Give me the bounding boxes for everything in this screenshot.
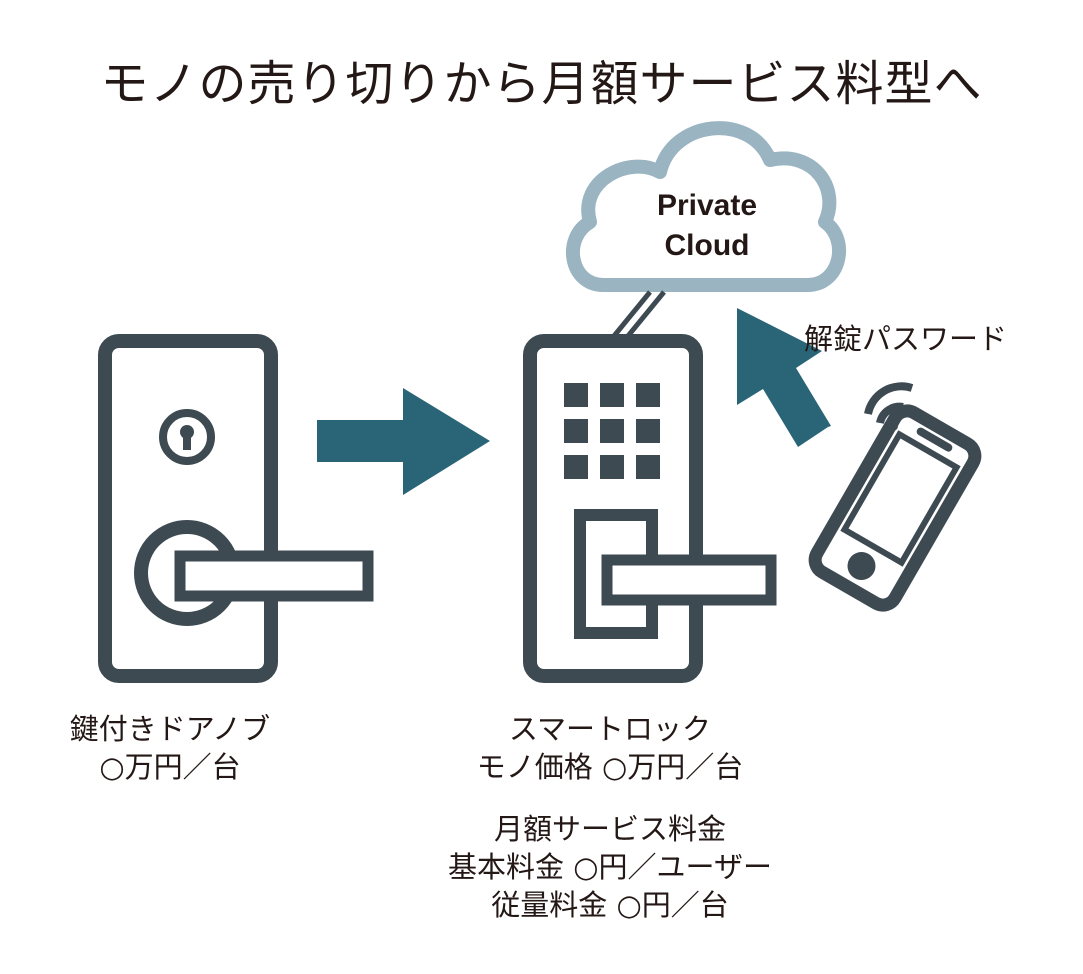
unlock-password-label: 解錠パスワード xyxy=(804,322,1008,356)
service-fee-heading: 月額サービス料金 xyxy=(493,812,726,846)
smart-lock-name: スマートロック xyxy=(508,712,712,746)
service-fee-basic: 基本料金 ○円／ユーザー xyxy=(448,850,772,884)
smart-lock-price: モノ価格 ○万円／台 xyxy=(476,750,744,784)
cloud-connection-lines xyxy=(612,290,666,338)
service-fee-usage: 従量料金 ○円／台 xyxy=(491,888,729,922)
smartphone-icon xyxy=(808,404,982,612)
wifi-signal-icon xyxy=(864,382,914,431)
service-fee-caption: 月額サービス料金 基本料金 ○円／ユーザー 従量料金 ○円／台 xyxy=(400,810,820,924)
door-knob-caption: 鍵付きドアノブ ○万円／台 xyxy=(40,710,300,786)
smart-lock-caption: スマートロック モノ価格 ○万円／台 xyxy=(420,710,800,786)
door-knob-icon xyxy=(98,334,374,683)
arrow-up-icon xyxy=(737,308,831,447)
cloud-label-line2: Cloud xyxy=(664,229,750,262)
page-title: モノの売り切りから月額サービス料型へ xyxy=(100,56,983,112)
cloud-icon xyxy=(566,121,847,292)
cloud-label: Private Cloud xyxy=(612,186,802,266)
smart-lock-icon xyxy=(523,334,777,683)
arrow-right-icon xyxy=(317,388,490,495)
door-knob-price: ○万円／台 xyxy=(99,750,241,784)
cloud-label-line1: Private xyxy=(656,189,758,222)
door-knob-name: 鍵付きドアノブ xyxy=(69,712,271,746)
keypad xyxy=(564,383,660,479)
